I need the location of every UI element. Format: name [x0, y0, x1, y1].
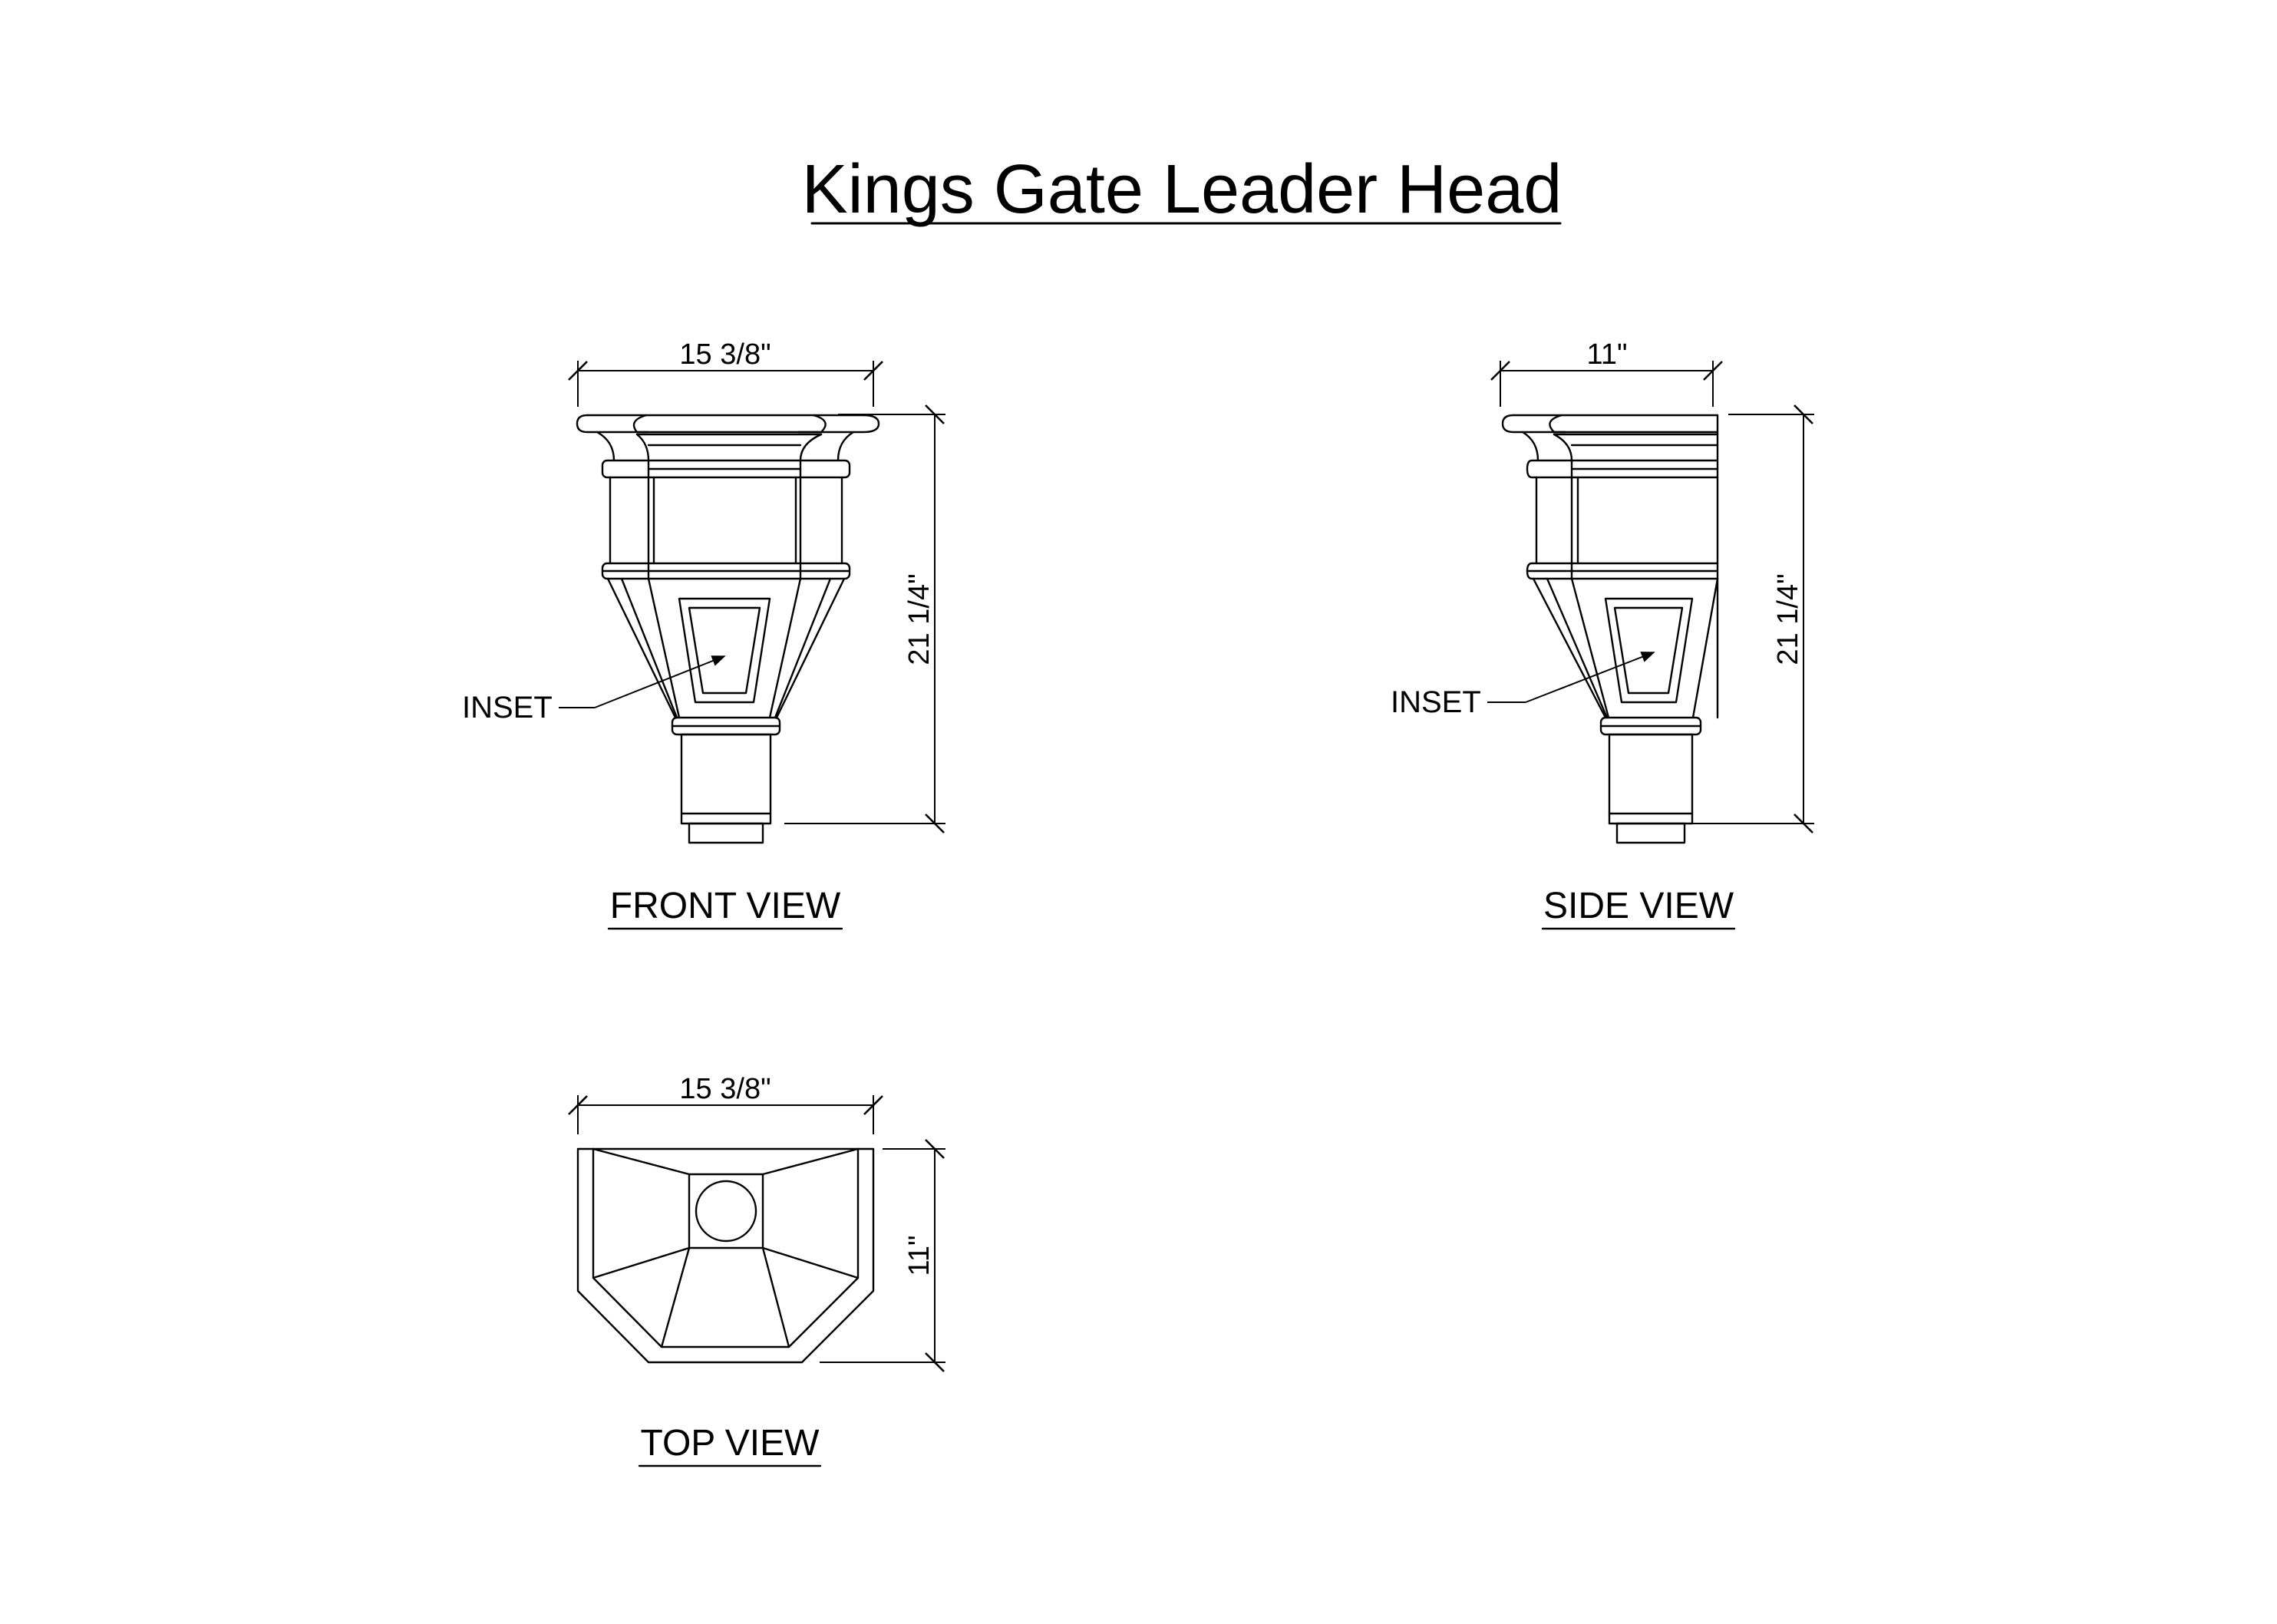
front-inset-label: INSET [462, 691, 553, 725]
front-width-label: 15 3/8" [679, 338, 771, 371]
side-width-label: 11" [1587, 338, 1628, 371]
side-inset-callout: INSET [1391, 652, 1655, 719]
front-view: 15 3/8" 21 1/4" [462, 338, 945, 930]
top-leader-head-plan [576, 1147, 875, 1364]
top-width-label: 15 3/8" [679, 1073, 771, 1105]
top-width-dimension: 15 3/8" [568, 1073, 883, 1134]
side-width-dimension: 11" [1490, 338, 1723, 407]
side-height-dimension: 21 1/4" [1687, 404, 1814, 833]
side-view-label: SIDE VIEW [1543, 886, 1734, 926]
front-height-dimension: 21 1/4" [784, 404, 945, 833]
front-view-label: FRONT VIEW [610, 886, 841, 926]
front-inset-callout: INSET [462, 655, 726, 725]
side-inset-label: INSET [1391, 685, 1481, 719]
side-leader-head-drawing [1501, 414, 1719, 844]
top-depth-dimension: 11" [820, 1139, 945, 1372]
top-view-label: TOP VIEW [641, 1423, 820, 1464]
front-width-dimension: 15 3/8" [568, 338, 883, 407]
side-view: 11" 21 1/4" [1391, 338, 1814, 930]
front-height-label: 21 1/4" [903, 573, 936, 665]
page-title: Kings Gate Leader Head [802, 151, 1563, 228]
top-depth-label: 11" [903, 1236, 936, 1276]
side-height-label: 21 1/4" [1772, 573, 1804, 665]
front-leader-head-drawing [576, 414, 880, 844]
top-view: 15 3/8" 11" TOP VIEW [568, 1073, 945, 1467]
